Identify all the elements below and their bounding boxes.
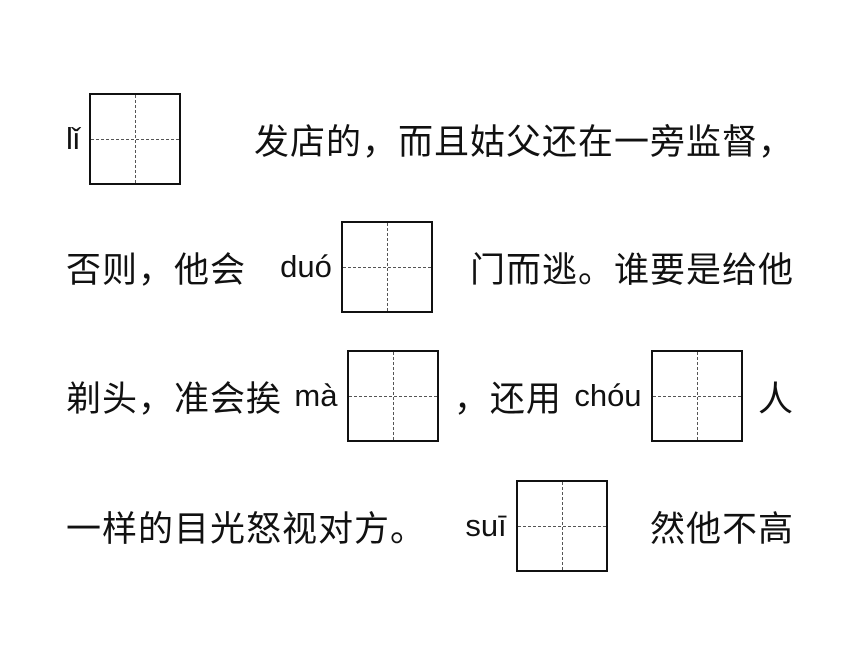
tianzige-answer-box[interactable] (515, 480, 608, 572)
pinyin-prompt: mà (294, 378, 338, 413)
pinyin-prompt: chóu (574, 378, 642, 413)
pinyin-prompt: suī (465, 508, 507, 543)
text-line-4: 一样的目光怒视对方。 suī 然他不高 (66, 477, 794, 575)
sentence-text: 门而逃。谁要是给他 (469, 250, 794, 291)
blank-group: suī (465, 480, 610, 572)
blank-group: mà (294, 350, 441, 442)
blank-group: duó (280, 221, 436, 313)
sentence-text: 一样的目光怒视对方。 (66, 509, 427, 550)
tianzige-answer-box[interactable] (88, 93, 181, 185)
tianzige-answer-box[interactable] (346, 350, 439, 442)
sentence-text: 剃头，准会挨 (66, 379, 283, 420)
blank-group: chóu (574, 350, 745, 442)
text-line-3: 剃头，准会挨 mà ，还用 chóu 人 (66, 347, 794, 445)
sentence-text: 否则，他会 (66, 250, 247, 291)
tianzige-answer-box[interactable] (650, 350, 743, 442)
pinyin-prompt: lǐ (66, 121, 80, 156)
sentence-text: ，还用 (453, 379, 562, 420)
blank-group: lǐ (66, 93, 184, 185)
sentence-text: 然他不高 (649, 509, 794, 550)
tianzige-answer-box[interactable] (340, 221, 433, 313)
text-line-2: 否则，他会 duó 门而逃。谁要是给他 (66, 218, 794, 316)
sentence-text: 发店的，而且姑父还在一旁监督， (253, 122, 794, 163)
text-line-1: lǐ 发店的，而且姑父还在一旁监督， (66, 90, 794, 188)
sentence-text: 人 (757, 379, 794, 420)
pinyin-prompt: duó (280, 249, 332, 284)
